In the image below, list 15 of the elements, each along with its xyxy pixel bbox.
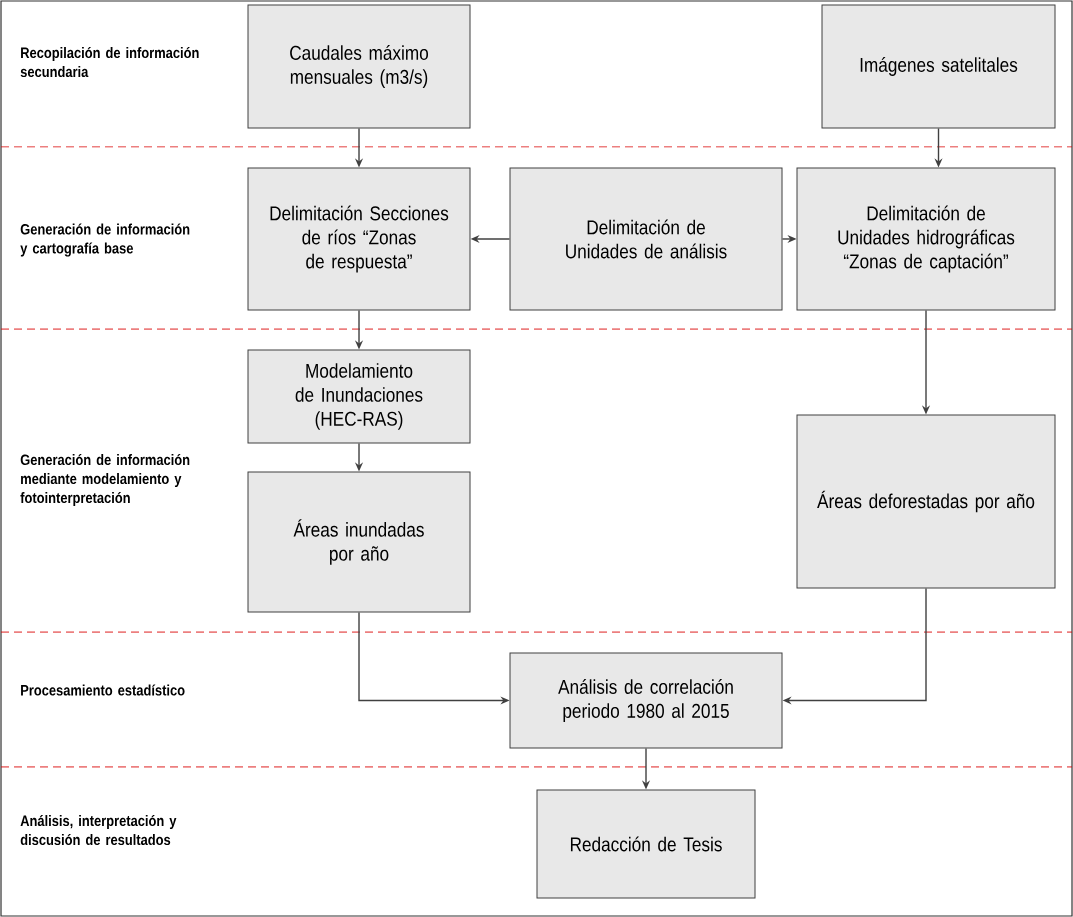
lane-label: Análisis, interpretación y discusión de resultados	[20, 814, 177, 846]
lane-label: Generación de información mediante modelamiento y fotointerpretación	[20, 453, 190, 507]
lane-label: Recopilación de información secundaria	[20, 46, 199, 78]
process-box: Áreas inundadas por año	[247, 471, 471, 613]
process-box: Modelamiento de Inundaciones (HEC-RAS)	[247, 349, 471, 444]
process-box: Delimitación de Unidades de análisis	[509, 167, 783, 311]
process-box: Delimitación Secciones de ríos “Zonas de respuesta”	[247, 167, 471, 311]
process-box: Imágenes satelitales	[821, 4, 1056, 129]
process-box: Redacción de Tesis	[536, 789, 756, 899]
process-box: Áreas deforestadas por año	[796, 414, 1056, 589]
lane-label: Generación de información y cartografía base	[20, 223, 190, 257]
process-box: Delimitación de Unidades hidrográficas “Zonas de captación”	[796, 167, 1056, 311]
process-box: Caudales máximo mensuales (m3/s)	[247, 4, 471, 129]
process-box: Análisis de correlación periodo 1980 al 2015	[509, 652, 783, 749]
lane-label: Procesamiento estadístico	[21, 684, 185, 696]
